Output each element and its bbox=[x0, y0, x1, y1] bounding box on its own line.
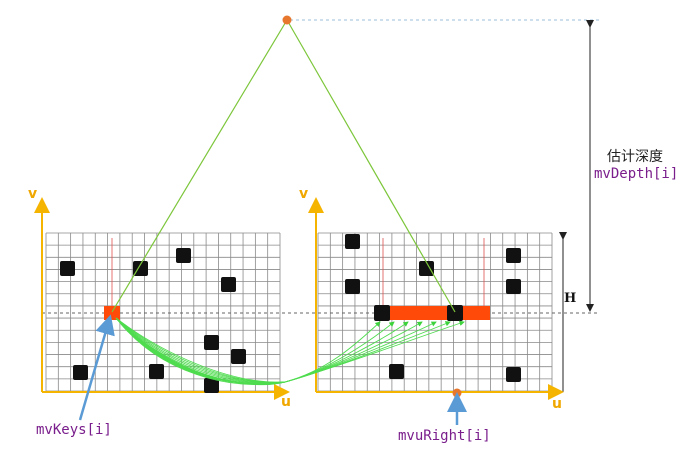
keys-label: mvKeys[i] bbox=[36, 422, 112, 438]
right-coord-label: mvuRight[i] bbox=[398, 428, 491, 444]
right-u-axis-label: u bbox=[552, 396, 562, 412]
search-band bbox=[375, 306, 490, 320]
matching-curve-fan bbox=[115, 317, 286, 384]
feature-square bbox=[231, 349, 246, 364]
left-u-axis-label: u bbox=[281, 394, 291, 410]
feature-square bbox=[389, 364, 404, 379]
matching-curve-fan bbox=[115, 317, 286, 384]
right-v-axis-label: v bbox=[299, 186, 309, 202]
matching-curve-fan bbox=[115, 317, 286, 383]
matching-curve-fan bbox=[115, 317, 286, 385]
depth-variable: mvDepth[i] bbox=[594, 166, 679, 182]
matching-curve-fan bbox=[115, 317, 286, 384]
keys-pointer-arrow bbox=[78, 314, 115, 421]
band-match-feature bbox=[447, 305, 463, 321]
feature-points bbox=[60, 234, 521, 393]
right-coord-point bbox=[452, 388, 462, 398]
feature-square bbox=[221, 277, 236, 292]
height-label: H bbox=[564, 291, 577, 306]
feature-square bbox=[506, 279, 521, 294]
feature-square bbox=[506, 248, 521, 263]
feature-square bbox=[419, 261, 434, 276]
feature-square bbox=[176, 248, 191, 263]
right-axes bbox=[308, 197, 564, 400]
feature-square bbox=[204, 335, 219, 350]
feature-square bbox=[73, 365, 88, 380]
band-start-feature bbox=[374, 305, 390, 321]
red-guide-lines bbox=[111, 238, 485, 310]
left-axes bbox=[34, 197, 290, 400]
left-keypoint-cell bbox=[104, 306, 120, 320]
matching-curve-fan bbox=[115, 317, 286, 383]
matching-curve-fan bbox=[115, 317, 286, 384]
feature-square bbox=[133, 261, 148, 276]
feature-square bbox=[506, 367, 521, 382]
depth-caption: 估计深度 bbox=[607, 149, 663, 165]
matching-curves bbox=[115, 317, 465, 386]
projection-rays bbox=[111, 19, 456, 313]
camera-center-point bbox=[282, 15, 292, 25]
feature-square bbox=[345, 234, 360, 249]
feature-square bbox=[60, 261, 75, 276]
feature-square bbox=[149, 364, 164, 379]
matching-curve-fan bbox=[115, 317, 286, 385]
left-v-axis-label: v bbox=[28, 186, 38, 202]
feature-square bbox=[204, 378, 219, 393]
feature-square bbox=[345, 279, 360, 294]
